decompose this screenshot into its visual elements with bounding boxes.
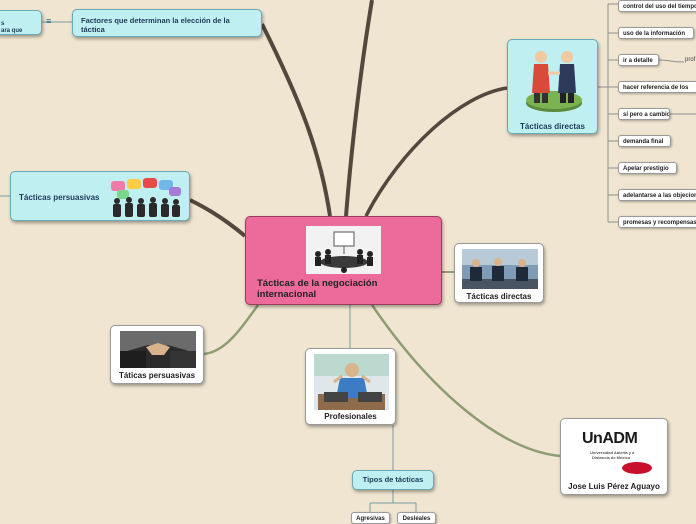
directas-item-3[interactable]: ir a detalle: [618, 54, 659, 66]
topic-directas[interactable]: Tácticas directas: [507, 39, 598, 134]
unadm-logo: UnADM Universidad Abierta y a Distancia …: [576, 424, 654, 477]
topic-taticas-persuasivas-label: Táticas persuasivas: [118, 371, 196, 380]
directas-item-1[interactable]: control del uso del tiempo: [618, 0, 696, 12]
directas-item-9[interactable]: promesas y recompensas: [618, 216, 696, 228]
link-factores: [260, 23, 332, 217]
author-name: Jose Luis Pérez Aguayo: [568, 482, 660, 491]
topic-persuasivas-label: Tácticas persuasivas: [19, 193, 100, 202]
speech-bubbles-image: [109, 177, 183, 217]
link-side-note: [658, 59, 685, 63]
business-meeting-image: [462, 249, 538, 289]
topic-profesionales-label: Profesionales: [324, 412, 377, 421]
topic-directas-image[interactable]: Tácticas directas: [454, 243, 544, 303]
link-top-center: [344, 0, 374, 217]
businessmen-image: [523, 45, 585, 115]
handshake-image: [120, 331, 196, 368]
directas-item-4[interactable]: hacer referencia de los: [618, 81, 696, 93]
central-topic[interactable]: Tácticas de la negociación internacional: [245, 216, 442, 305]
topic-persuasivas[interactable]: Tácticas persuasivas: [10, 171, 190, 221]
directas-item-5[interactable]: sí pero a cambio de: [618, 108, 670, 120]
topic-taticas-persuasivas[interactable]: Táticas persuasivas: [110, 325, 204, 384]
tipos-agresivas[interactable]: Agresivas: [351, 512, 390, 524]
menu-icon[interactable]: ≡: [46, 16, 52, 26]
unadm-logo-brand: UnADM: [582, 430, 638, 447]
unadm-logo-subtitle-2: Distancia de México: [592, 455, 631, 460]
tipos-desleales[interactable]: Desleales: [397, 512, 436, 524]
topic-partial-text: s ara que: [1, 21, 23, 34]
topic-tipos-label: Tipos de tácticas: [362, 475, 424, 484]
link-persuasivas: [189, 198, 247, 238]
topic-factores[interactable]: Factores que determinan la elección de l…: [72, 9, 262, 37]
unadm-logo-swoosh: [622, 462, 652, 474]
topic-directas-image-label: Tácticas directas: [466, 292, 532, 301]
directas-bracket: [598, 3, 618, 223]
directas-item-2[interactable]: uso de la información: [618, 27, 694, 39]
man-at-laptop-image: [314, 354, 389, 410]
link-tipos-children: [369, 490, 417, 512]
side-note: prof: [685, 57, 696, 63]
central-topic-title: Tácticas de la negociación internacional: [257, 278, 378, 300]
unadm-logo-subtitle-1: Universidad Abierta y a: [590, 450, 635, 455]
link-directas-top: [364, 86, 508, 217]
topic-factores-label: Factores que determinan la elección de l…: [81, 16, 230, 34]
meeting-presentation-image: [306, 226, 381, 274]
author-node[interactable]: UnADM Universidad Abierta y a Distancia …: [560, 418, 668, 495]
directas-item-6[interactable]: demanda final: [618, 135, 671, 147]
link-author: [370, 304, 561, 458]
directas-item-8[interactable]: adelantarse a las objeciones: [618, 189, 696, 201]
topic-tipos[interactable]: Tipos de tácticas: [352, 470, 434, 490]
link-taticas-persuasivas: [203, 304, 260, 356]
topic-profesionales[interactable]: Profesionales: [305, 348, 396, 425]
topic-directas-label: Tácticas directas: [520, 122, 585, 131]
directas-item-7[interactable]: Apelar prestigio: [618, 162, 677, 174]
topic-partial-left[interactable]: s ara que: [0, 10, 42, 35]
